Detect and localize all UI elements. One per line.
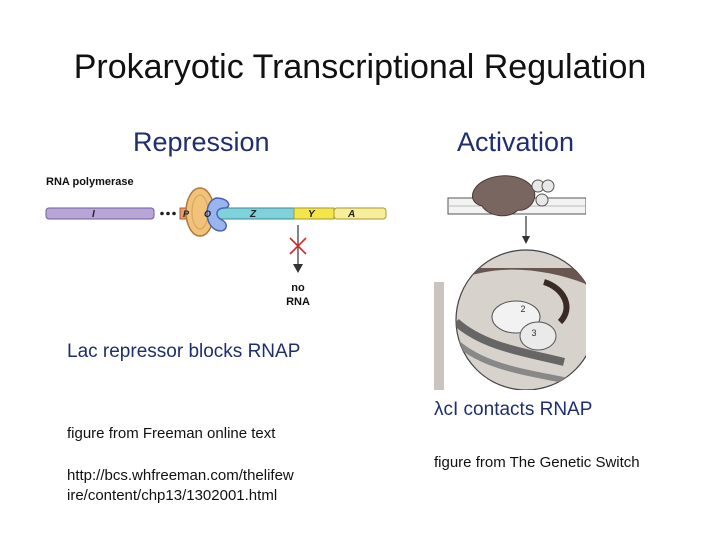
slide-title: Prokaryotic Transcriptional Regulation [73,48,647,86]
rnap-surface [456,268,586,292]
gene-i-segment [45,207,155,220]
gene-o-label: O [204,209,211,219]
dna-helix-strand [456,318,565,366]
arrow-head [293,264,303,273]
repression-caption: Lac repressor blocks RNAP [67,341,301,362]
figure-edge-strip [434,282,444,390]
gene-y-label: Y [308,209,316,220]
gene-p-label: P [183,209,190,219]
dot [172,211,176,216]
dot [166,211,170,216]
source-url-line1: http://bcs.whfreeman.com/thelifew [67,467,294,484]
lac-operon-repression-figure: RNA polymerase I P O Z Y A no RNA [45,176,387,308]
repression-source: figure from Freeman online text [67,425,276,442]
gene-i-label: I [92,209,95,220]
activation-heading: Activation [457,127,575,157]
repressor-sphere [535,193,549,207]
repressor-domain [519,321,557,351]
repressor-sphere [541,179,555,193]
circle-label-3: 3 [531,328,536,338]
dna-helix-strand [456,339,575,385]
dot [160,211,164,216]
activation-caption: λcI contacts RNAP [434,399,593,420]
lac-repressor-shape [206,197,230,232]
rnap-blob [471,175,536,217]
block-cross-line [289,237,307,255]
gene-a-label: A [347,209,355,220]
contact-region [542,279,570,325]
activation-source: figure from The Genetic Switch [434,454,640,471]
gene-a-segment [333,207,387,220]
rna-label: RNA [286,296,310,308]
repression-heading: Repression [133,127,270,157]
no-label: no [291,282,305,294]
rna-polymerase-label: RNA polymerase [46,176,134,188]
zoom-arrow-head [522,236,530,244]
gene-z-label: Z [249,209,257,220]
source-url-line2: ire/content/chp13/1302001.html [67,487,278,504]
circle-label-2: 2 [520,304,525,314]
lambda-ci-activation-figure: 2 3 [434,175,586,390]
source-url[interactable]: http://bcs.whfreeman.com/thelifew ire/co… [67,466,294,506]
